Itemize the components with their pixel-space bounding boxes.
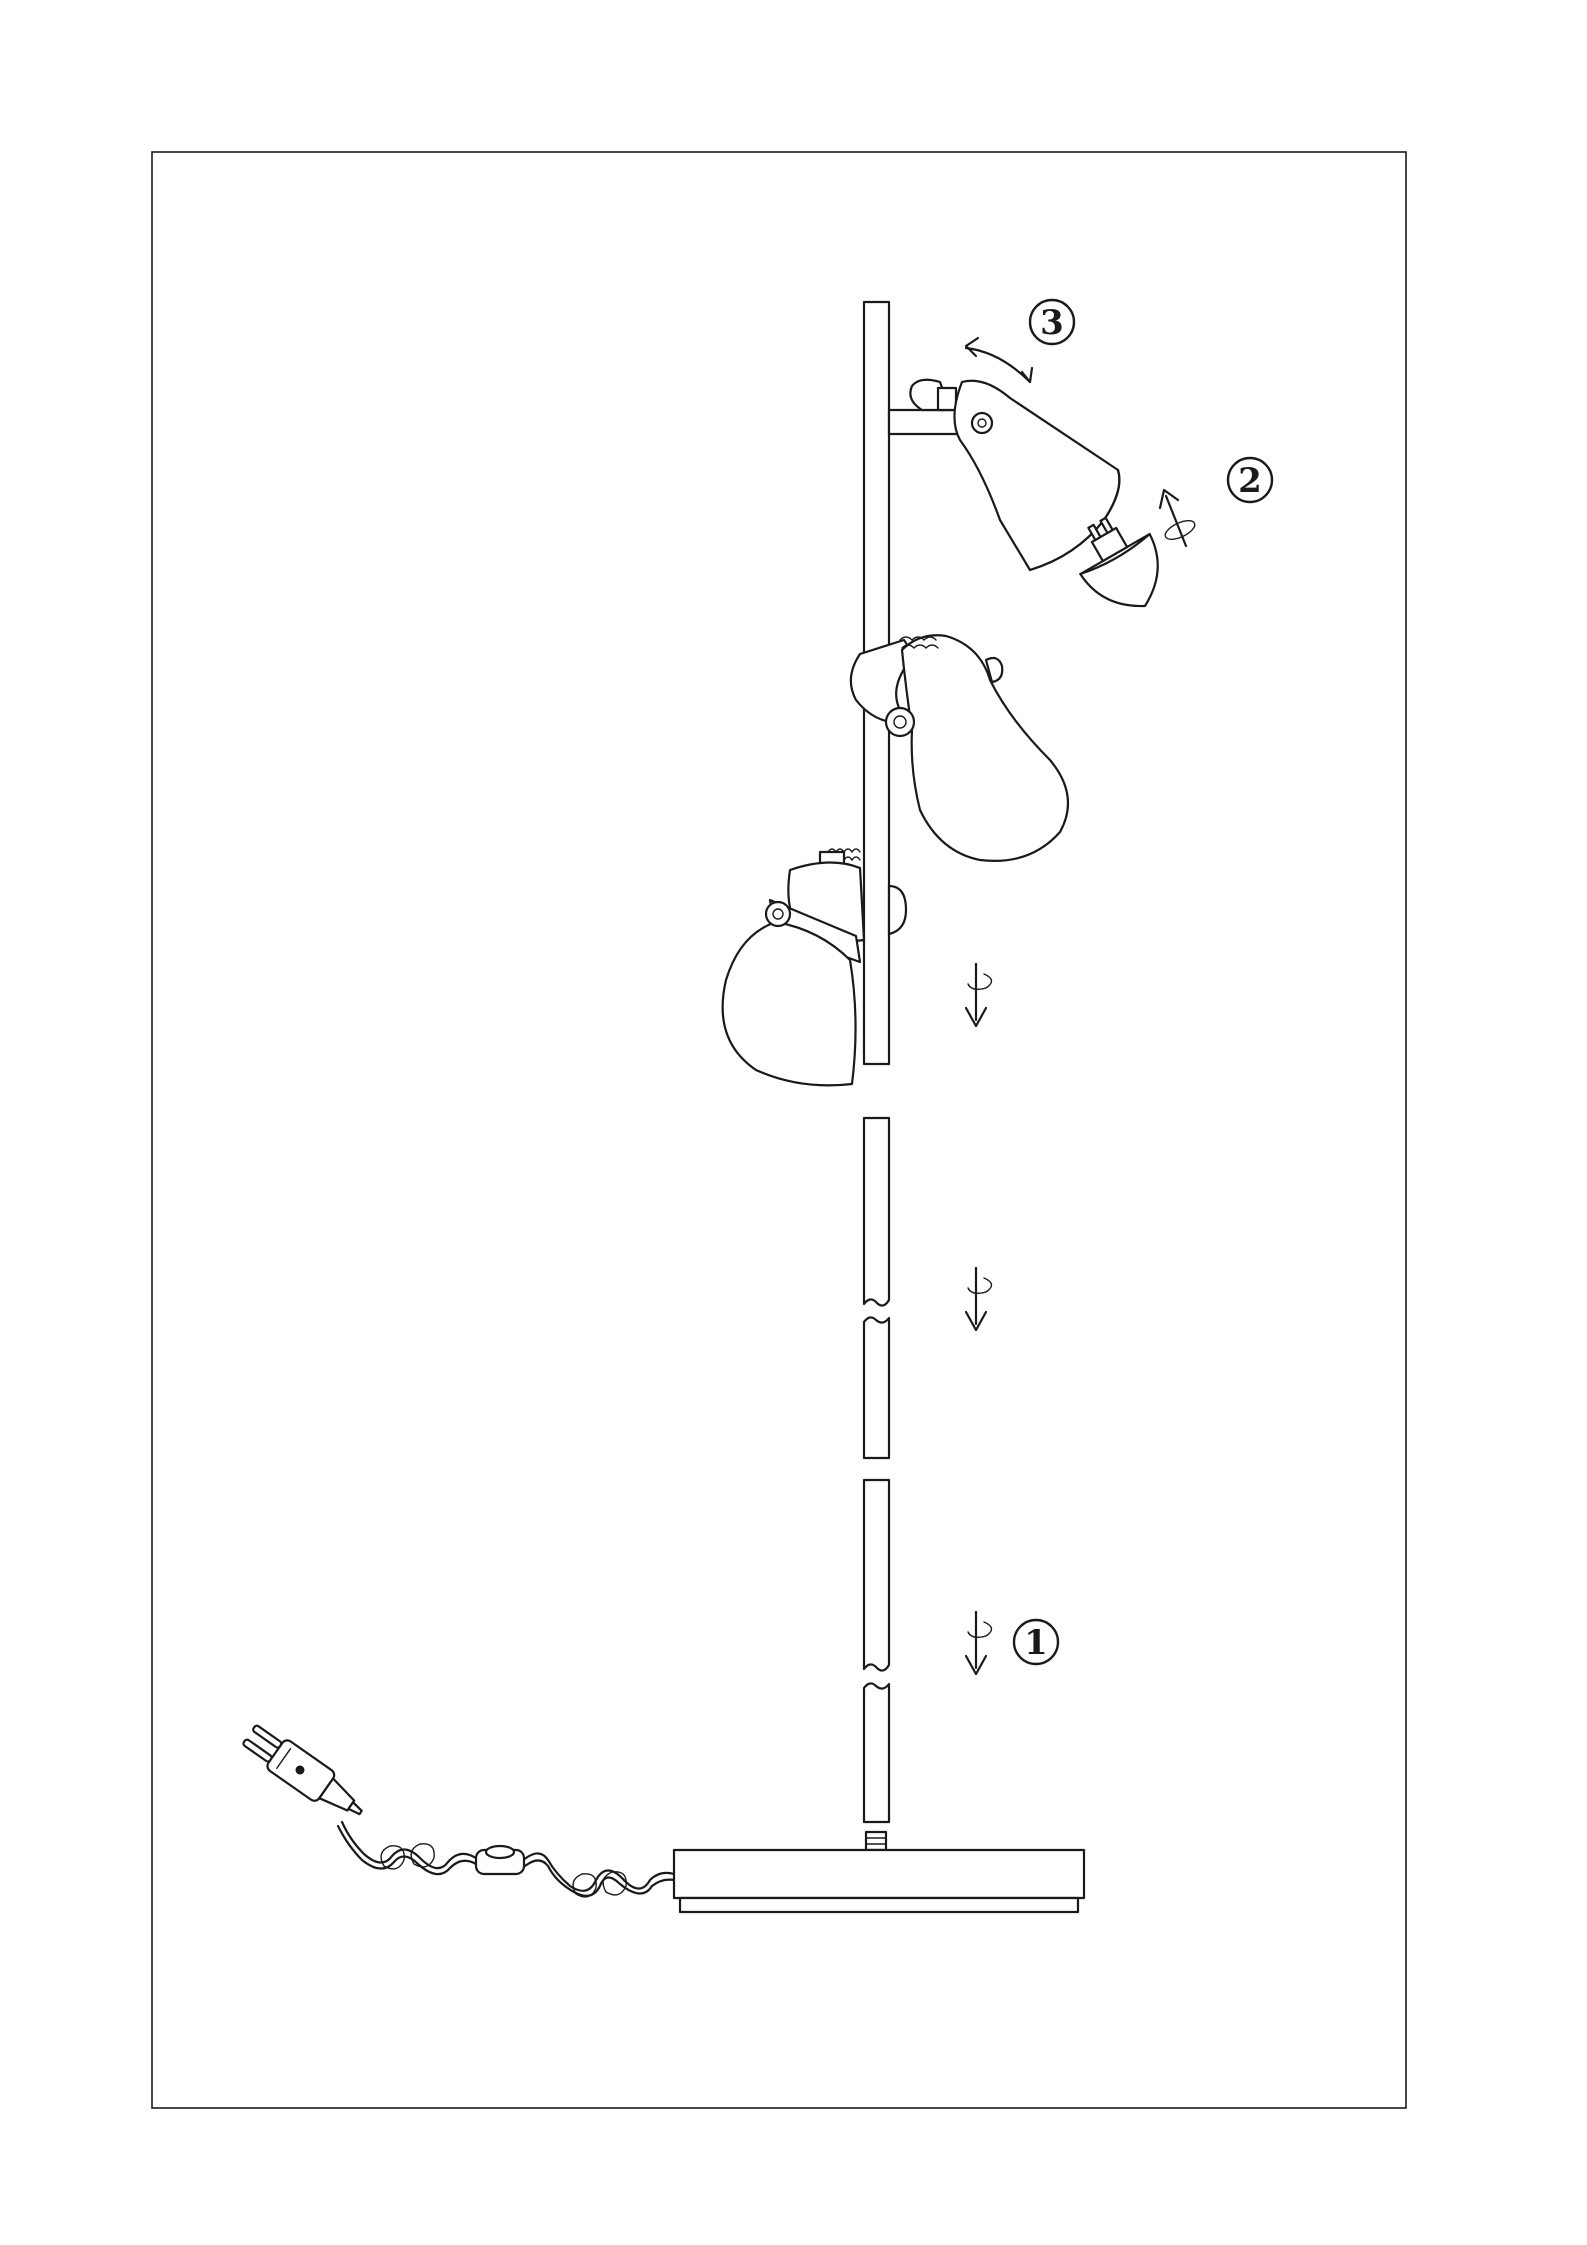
page-frame [152,152,1406,2108]
pole-segment-5 [864,1683,889,1822]
rotate-arrow-icon [966,338,1032,382]
screw-down-arrow-icon-lower [966,1612,992,1674]
pole-segment-3 [864,1317,889,1458]
screw-down-arrow-icon-upper [966,964,992,1026]
step-number-3: 3 [1040,303,1064,343]
step-number-2: 2 [1238,461,1262,501]
spotlight-top [889,380,1119,570]
screw-down-arrow-icon-middle [966,1268,992,1330]
step-number-1: 1 [1024,1623,1048,1663]
step-badge-2: 2 [1228,458,1272,502]
step-badge-1: 1 [1014,1620,1058,1664]
rotate-arrow-icon-step-2 [1160,490,1197,546]
lamp-base [674,1832,1084,1912]
plug-icon [239,1720,371,1827]
pole-segment-4 [864,1480,889,1671]
step-badge-3: 3 [1030,300,1074,344]
switch-icon [476,1846,524,1874]
pole-segment-2 [864,1118,889,1306]
